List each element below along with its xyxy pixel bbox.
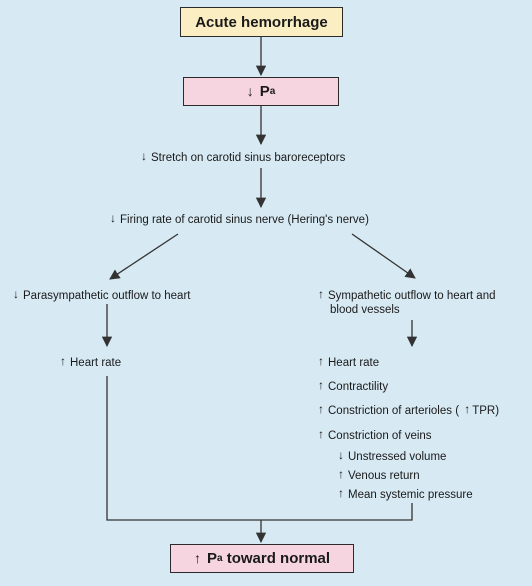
firing-rate-label: ↓ Firing rate of carotid sinus nerve (Her… xyxy=(110,211,369,227)
up-arrow-icon: ↑ xyxy=(193,549,201,566)
result-suffix-text: toward normal xyxy=(222,550,331,567)
result-pa-text: P xyxy=(206,550,217,567)
up-arrow-icon: ↑ xyxy=(318,427,324,441)
effect-contractility: ↑ Contractility xyxy=(318,378,389,394)
pa-subscript: a xyxy=(269,86,276,97)
effect-mean-systemic-pressure: ↑ Mean systemic pressure xyxy=(338,486,473,502)
up-arrow-icon: ↑ xyxy=(338,486,344,500)
up-arrow-icon: ↑ xyxy=(338,467,344,481)
effect-arteriole-text: Constriction of arterioles ( xyxy=(328,405,460,417)
left-heart-rate-label: ↑ Heart rate xyxy=(60,354,122,370)
effect-heart-rate: ↑ Heart rate xyxy=(318,354,380,370)
up-arrow-icon: ↑ xyxy=(464,402,471,416)
up-arrow-icon: ↑ xyxy=(318,378,324,392)
effect-venous-return-text: Venous return xyxy=(348,470,420,482)
up-arrow-icon: ↑ xyxy=(318,402,324,416)
arrow-firing-to-sympathetic xyxy=(351,233,416,279)
effect-arteriole-constriction: ↑Constriction of arterioles ( ↑TPR) xyxy=(318,402,500,418)
effect-heart-rate-text: Heart rate xyxy=(328,357,380,369)
down-arrow-icon: ↓ xyxy=(246,82,254,99)
sympathetic-text-line2: blood vessels xyxy=(330,304,400,316)
effect-contractility-text: Contractility xyxy=(328,381,389,393)
effect-vein-constriction: ↑ Constriction of veins xyxy=(318,427,432,443)
firing-rate-text: Firing rate of carotid sinus nerve (Heri… xyxy=(120,214,369,226)
effect-tpr-text: TPR) xyxy=(472,405,500,417)
down-arrow-icon: ↓ xyxy=(110,211,116,225)
pa-text: P xyxy=(259,83,270,100)
up-arrow-icon: ↑ xyxy=(318,354,324,368)
arrow-firing-to-parasympathetic xyxy=(109,233,179,280)
effect-vein-text: Constriction of veins xyxy=(328,430,432,442)
line-heart-rate-to-join xyxy=(106,376,261,521)
down-arrow-icon: ↓ xyxy=(338,448,344,462)
parasympathetic-text: Parasympathetic outflow to heart xyxy=(23,290,191,302)
down-arrow-icon: ↓ xyxy=(141,149,147,163)
stretch-label: ↓ Stretch on carotid sinus baroreceptors xyxy=(141,149,346,165)
down-arrow-icon: ↓ xyxy=(13,287,19,301)
sympathetic-label: ↑ Sympathetic outflow to heart and blood … xyxy=(318,287,496,317)
effect-mean-systemic-pressure-text: Mean systemic pressure xyxy=(348,489,473,501)
stretch-text: Stretch on carotid sinus baroreceptors xyxy=(151,152,346,164)
acute-hemorrhage-box: Acute hemorrhage xyxy=(180,7,343,37)
up-arrow-icon: ↑ xyxy=(60,354,66,368)
effect-unstressed-volume: ↓ Unstressed volume xyxy=(338,448,447,464)
result-pa-subscript: a xyxy=(216,553,223,564)
acute-hemorrhage-text: Acute hemorrhage xyxy=(195,13,328,31)
up-arrow-icon: ↑ xyxy=(318,287,324,301)
effect-unstressed-volume-text: Unstressed volume xyxy=(348,451,447,463)
sympathetic-text-line1: Sympathetic outflow to heart and xyxy=(328,290,496,302)
line-effects-to-join xyxy=(261,503,413,521)
effect-venous-return: ↑ Venous return xyxy=(338,467,420,483)
left-heart-rate-text: Heart rate xyxy=(70,357,122,369)
parasympathetic-label: ↓ Parasympathetic outflow to heart xyxy=(13,287,191,303)
